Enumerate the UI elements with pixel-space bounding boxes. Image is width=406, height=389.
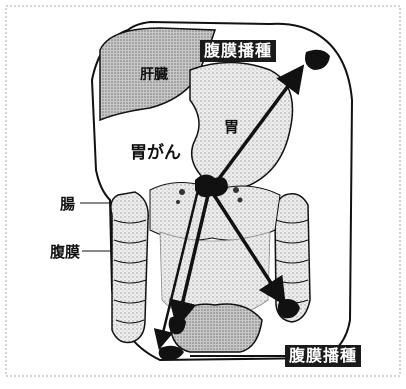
peritoneal-dissemination-label-top: 腹膜播種 [200, 40, 276, 62]
liver-label: 肝臓 [138, 64, 170, 84]
intestine-label: 腸 [58, 193, 77, 214]
stomach-label: 胃 [222, 116, 241, 137]
gastric-cancer-label: 胃がん [128, 138, 183, 163]
peritoneal-dissemination-label-bottom: 腹膜播種 [285, 345, 361, 367]
peritoneum-label: 腹膜 [48, 241, 82, 262]
